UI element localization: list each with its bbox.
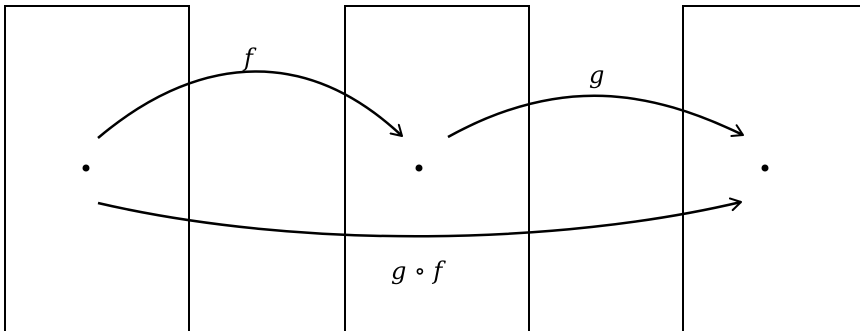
label-f: f (242, 44, 257, 72)
middle-set-box (344, 5, 530, 331)
label-g-compose-f: g ∘ f (391, 257, 446, 285)
point-gfx (761, 164, 769, 172)
arrow-g-compose-f (97, 197, 742, 238)
label-g: g (589, 61, 604, 89)
point-fx (415, 164, 423, 172)
codomain-set-box (682, 5, 860, 331)
point-x (82, 164, 90, 172)
arrow-g (447, 94, 744, 139)
domain-set-box (4, 5, 190, 331)
arrow-f (97, 70, 403, 139)
